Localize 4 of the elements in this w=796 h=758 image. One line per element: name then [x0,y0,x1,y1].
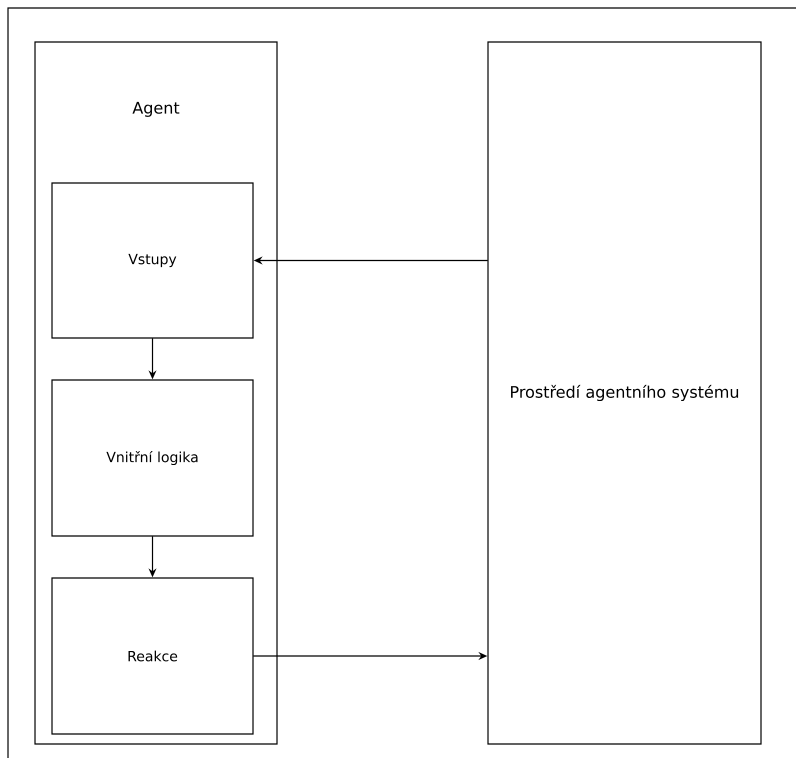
process-box: Vnitřní logika [51,379,254,537]
process-box: Reakce [51,577,254,735]
process-box: Vstupy [51,182,254,339]
process-box: Prostředí agentního systému [487,41,762,745]
